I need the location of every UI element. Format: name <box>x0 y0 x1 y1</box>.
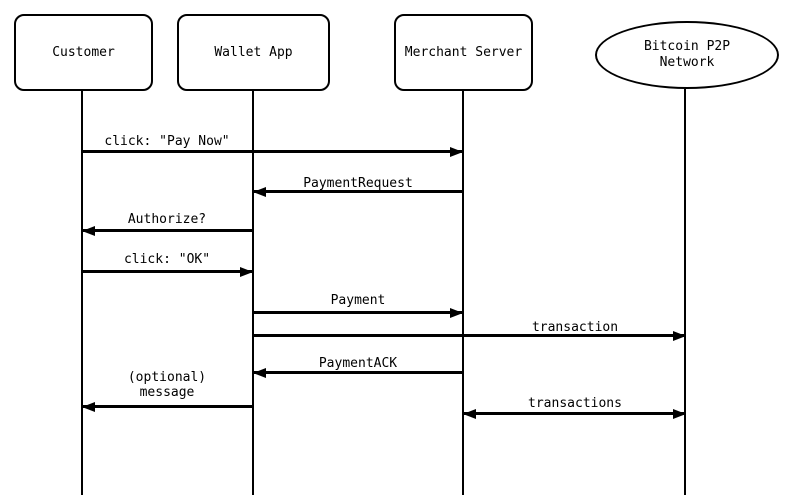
message-label-optional-message: (optional) message <box>127 370 207 400</box>
message-arrow-click-pay-now <box>82 146 463 157</box>
message-arrow-payment-request <box>253 186 463 197</box>
message-arrow-authorize <box>82 225 253 236</box>
actor-bitcoin-p2p-network-label: Bitcoin P2P Network <box>643 39 731 70</box>
message-label-click-pay-now: click: "Pay Now" <box>104 134 230 149</box>
message-arrow-payment-ack <box>253 367 463 378</box>
actor-merchant-server: Merchant Server <box>394 14 533 91</box>
lifeline-bitcoin-p2p-network <box>684 89 686 495</box>
actor-wallet-app: Wallet App <box>177 14 330 91</box>
message-arrow-transaction <box>253 330 686 341</box>
arrowhead-left-icon <box>463 408 476 419</box>
actor-customer-label: Customer <box>52 45 115 60</box>
lifeline-wallet-app <box>252 91 254 495</box>
message-arrow-optional-message <box>82 401 253 412</box>
lifeline-customer <box>81 91 83 495</box>
message-arrow-transactions <box>463 408 686 419</box>
arrowhead-right-icon <box>673 330 686 341</box>
actor-bitcoin-p2p-network: Bitcoin P2P Network <box>595 21 779 89</box>
message-label-payment: Payment <box>330 293 386 308</box>
arrowhead-right-icon <box>450 146 463 157</box>
arrowhead-right-icon <box>673 408 686 419</box>
actor-customer: Customer <box>14 14 153 91</box>
message-label-authorize: Authorize? <box>127 212 207 227</box>
message-label-payment-request: PaymentRequest <box>303 176 413 191</box>
message-arrow-click-ok <box>82 266 253 277</box>
message-label-transaction: transaction <box>531 320 619 335</box>
arrowhead-right-icon <box>240 266 253 277</box>
arrowhead-left-icon <box>253 186 266 197</box>
lifeline-merchant-server <box>462 91 464 495</box>
arrowhead-left-icon <box>253 367 266 378</box>
actor-merchant-server-label: Merchant Server <box>404 45 523 60</box>
actor-wallet-app-label: Wallet App <box>214 45 293 60</box>
message-label-click-ok: click: "OK" <box>123 252 211 267</box>
message-label-payment-ack: PaymentACK <box>318 356 398 371</box>
arrowhead-right-icon <box>450 307 463 318</box>
arrowhead-left-icon <box>82 401 95 412</box>
message-arrow-payment <box>253 307 463 318</box>
message-label-transactions: transactions <box>528 396 622 411</box>
arrowhead-left-icon <box>82 225 95 236</box>
